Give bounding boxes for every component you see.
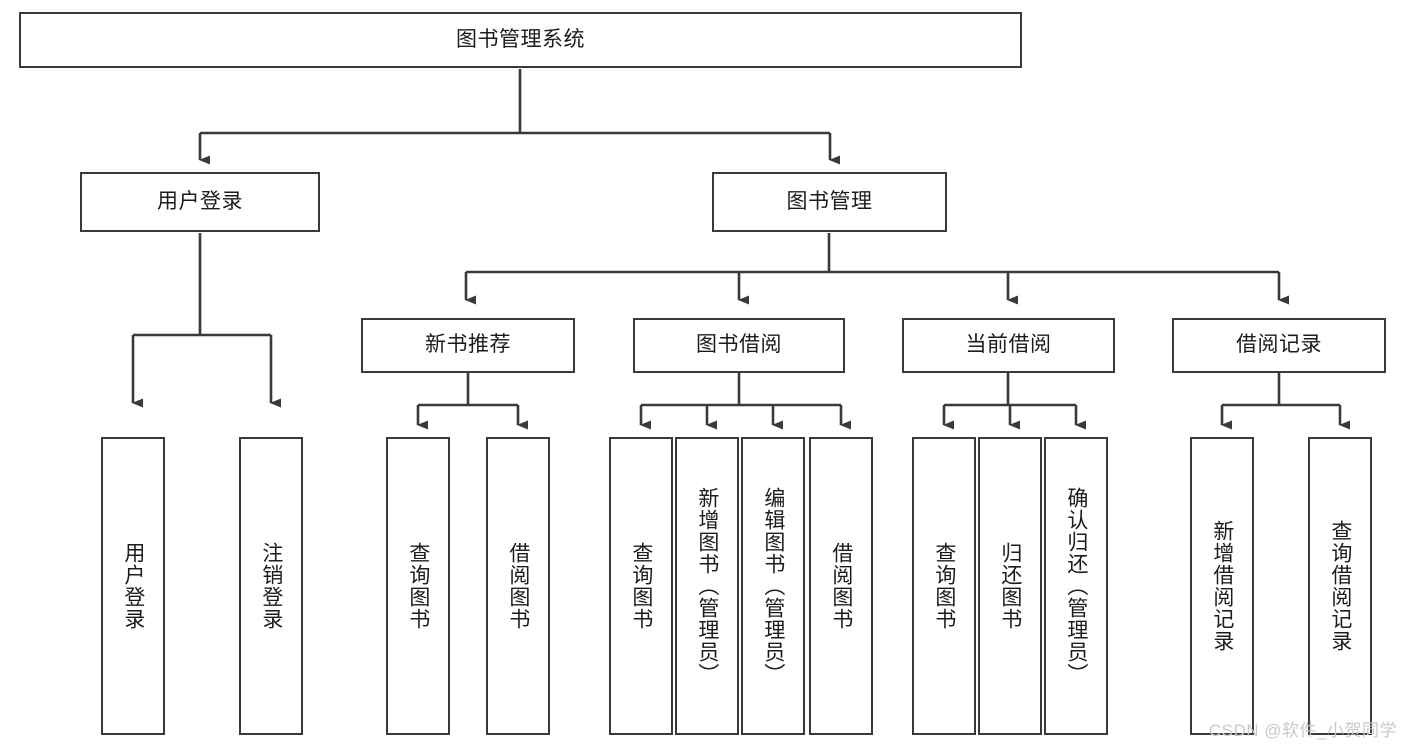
node-label: 注销登录 xyxy=(259,542,283,630)
leaf-record-query-borrow-record[interactable]: 查询借阅记录 xyxy=(1308,437,1372,735)
node-label: 图书借阅 xyxy=(696,333,782,357)
node-label: 查询图书 xyxy=(406,542,430,630)
node-label: 查询借阅记录 xyxy=(1328,520,1352,652)
node-book-borrow[interactable]: 图书借阅 xyxy=(633,318,845,373)
node-label: 确认归还（管理员） xyxy=(1064,487,1088,685)
node-label: 当前借阅 xyxy=(965,333,1052,357)
node-label: 查询图书 xyxy=(932,542,956,630)
leaf-user-logout[interactable]: 注销登录 xyxy=(239,437,303,735)
node-root-system[interactable]: 图书管理系统 xyxy=(19,12,1022,68)
node-label: 归还图书 xyxy=(998,542,1022,630)
node-label: 借阅图书 xyxy=(829,542,853,630)
node-label: 新书推荐 xyxy=(425,333,511,357)
leaf-current-query-book[interactable]: 查询图书 xyxy=(912,437,976,735)
node-current-borrow[interactable]: 当前借阅 xyxy=(902,318,1115,373)
leaf-recommend-query-book[interactable]: 查询图书 xyxy=(386,437,450,735)
node-label: 新增借阅记录 xyxy=(1210,520,1234,652)
node-label: 图书管理系统 xyxy=(456,27,585,51)
node-book-management[interactable]: 图书管理 xyxy=(712,172,947,232)
leaf-user-login[interactable]: 用户登录 xyxy=(101,437,165,735)
leaf-current-return-book[interactable]: 归还图书 xyxy=(978,437,1042,735)
leaf-borrow-add-book-admin[interactable]: 新增图书（管理员） xyxy=(675,437,739,735)
watermark: CSDN @软件_小贺同学 xyxy=(1208,721,1397,740)
node-borrow-record[interactable]: 借阅记录 xyxy=(1172,318,1386,373)
node-label: 编辑图书（管理员） xyxy=(761,487,785,685)
leaf-record-add-borrow-record[interactable]: 新增借阅记录 xyxy=(1190,437,1254,735)
node-label: 用户登录 xyxy=(121,542,145,630)
node-new-book-recommend[interactable]: 新书推荐 xyxy=(361,318,575,373)
leaf-borrow-borrow-book[interactable]: 借阅图书 xyxy=(809,437,873,735)
node-user-login[interactable]: 用户登录 xyxy=(80,172,320,232)
leaf-borrow-query-book[interactable]: 查询图书 xyxy=(609,437,673,735)
node-label: 用户登录 xyxy=(157,189,243,213)
leaf-current-confirm-return-admin[interactable]: 确认归还（管理员） xyxy=(1044,437,1108,735)
node-label: 查询图书 xyxy=(629,542,653,630)
node-label: 借阅记录 xyxy=(1236,333,1322,357)
node-label: 新增图书（管理员） xyxy=(695,487,719,685)
leaf-recommend-borrow-book[interactable]: 借阅图书 xyxy=(486,437,550,735)
leaf-borrow-edit-book-admin[interactable]: 编辑图书（管理员） xyxy=(741,437,805,735)
node-label: 借阅图书 xyxy=(506,542,530,630)
node-label: 图书管理 xyxy=(786,189,873,213)
